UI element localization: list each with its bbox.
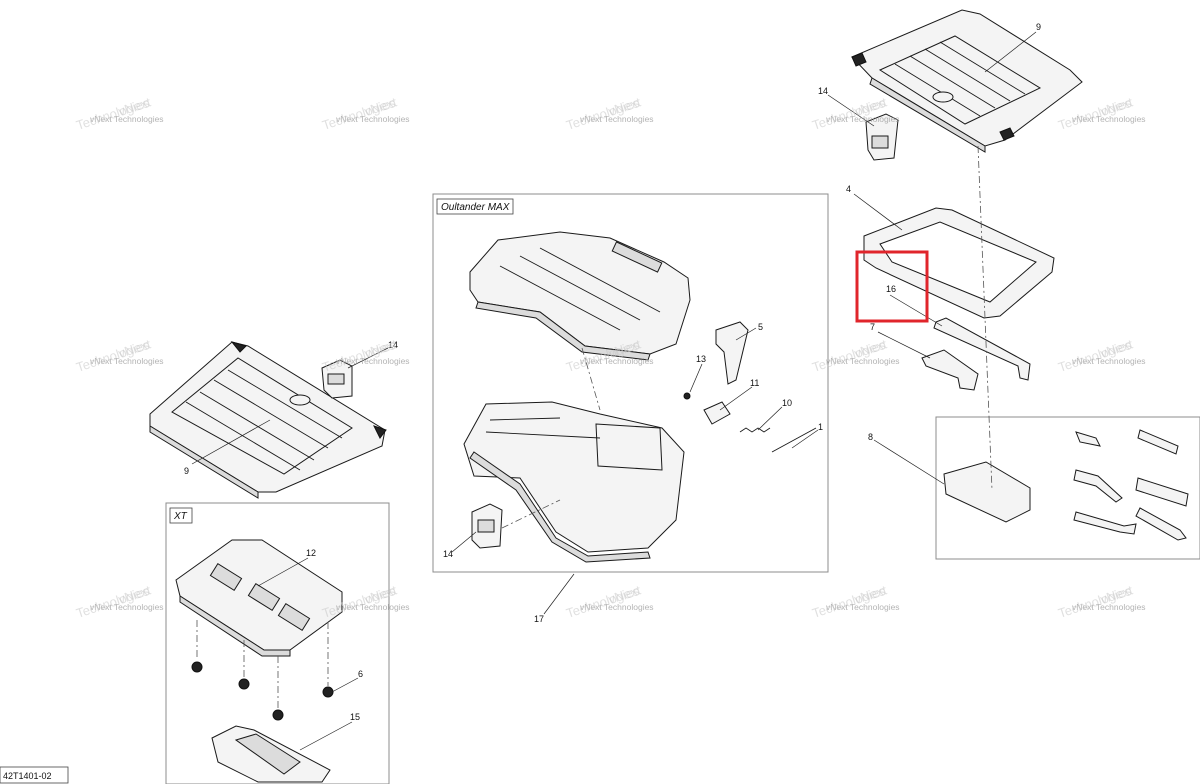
callout-9-top: 9	[1036, 22, 1041, 32]
max-latch-lever-5	[715, 321, 749, 385]
frame-label-xt: XT	[173, 511, 188, 522]
callout-14-max: 14	[443, 549, 453, 559]
leader-9-top	[984, 31, 1037, 73]
frame-label-box-oultander	[436, 198, 514, 215]
leader-1	[791, 429, 819, 449]
leader-14-max	[451, 531, 477, 553]
frame-toolkit	[935, 416, 1200, 560]
watermark-text: vNext Technologies	[90, 356, 164, 366]
callout-4: 4	[846, 184, 851, 194]
watermark-text: vNext Technologies	[336, 114, 410, 124]
callout-9-left: 9	[184, 466, 189, 476]
toolkit-tools	[943, 429, 1189, 541]
xt-bracket-15	[211, 725, 331, 783]
watermark-text: vNext Technologies	[580, 356, 654, 366]
axis-max-lid	[581, 347, 601, 411]
frame-xt	[165, 502, 390, 784]
highlight-box-16	[855, 250, 929, 323]
watermark-text: vNext Technologies	[826, 356, 900, 366]
callout-7: 7	[870, 322, 875, 332]
drawing-number-box	[0, 766, 69, 784]
callout-11: 11	[750, 378, 759, 388]
leader-13	[689, 363, 703, 393]
callout-1: 1	[818, 422, 823, 432]
xt-plate-12	[175, 539, 343, 657]
leader-14-left	[347, 347, 389, 369]
watermark-text: vNext Technologies	[90, 602, 164, 612]
leader-10	[757, 406, 783, 431]
latch-left	[321, 359, 353, 399]
callout-14-top: 14	[818, 86, 828, 96]
leader-17	[543, 573, 575, 615]
callout-16: 16	[886, 284, 896, 294]
rack-top-right	[851, 9, 1083, 153]
callout-17: 17	[534, 614, 544, 624]
watermark-text: vNext Technologies	[90, 114, 164, 124]
leader-16	[889, 294, 943, 327]
callout-14-left: 14	[388, 340, 398, 350]
callout-13: 13	[696, 354, 706, 364]
callout-6: 6	[358, 669, 363, 679]
frame-label-box-xt	[169, 507, 193, 524]
seal-frame-4	[863, 207, 1055, 319]
watermark-text: vNext Technologies	[826, 602, 900, 612]
callout-8: 8	[868, 432, 873, 442]
watermark-text: vNext Technologies	[1072, 356, 1146, 366]
watermark-text: vNext Technologies	[580, 114, 654, 124]
leader-9-left	[191, 419, 271, 465]
watermark-text: vNext Technologies	[1072, 602, 1146, 612]
leader-4	[853, 193, 903, 231]
leader-5	[735, 327, 757, 341]
latch-top-right	[865, 113, 899, 161]
frame-label-oultander-max: Oultander MAX	[441, 202, 510, 213]
drawing-number: 42T1401-02	[3, 771, 52, 781]
watermark-text: vNext Technologies	[336, 356, 410, 366]
latch-max	[471, 503, 503, 549]
leader-11	[719, 386, 753, 411]
leader-12	[257, 557, 309, 587]
watermark-text: vNext Technologies	[1072, 114, 1146, 124]
leader-6	[331, 677, 359, 693]
leader-15	[299, 721, 353, 751]
watermark-text: vNext Technologies	[826, 114, 900, 124]
xt-fasteners-6	[191, 661, 334, 721]
leader-8	[873, 439, 945, 485]
callout-15: 15	[350, 712, 360, 722]
callout-10: 10	[782, 398, 792, 408]
frame-oultander-max	[432, 193, 829, 573]
watermark-text: vNext Technologies	[580, 602, 654, 612]
max-small-parts	[683, 392, 817, 453]
axis-latch	[501, 499, 561, 529]
axis-rack-panel	[977, 145, 993, 491]
callout-5: 5	[758, 322, 763, 332]
max-lid	[469, 231, 691, 361]
leader-7	[877, 331, 931, 359]
watermark-text: vNext Technologies	[336, 602, 410, 612]
bracket-7	[921, 349, 979, 391]
callout-12: 12	[306, 548, 316, 558]
leader-14-top	[827, 94, 875, 127]
max-tub	[463, 401, 685, 563]
strap-16	[933, 317, 1031, 381]
